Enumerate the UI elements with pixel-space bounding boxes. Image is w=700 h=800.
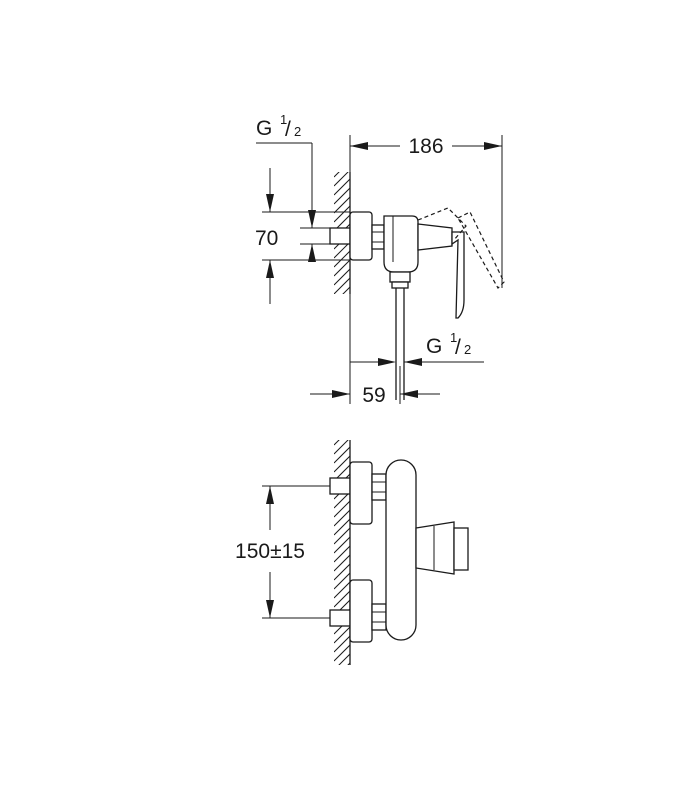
mixer-body-front [385,459,417,641]
front-view: 150±15 [235,440,469,665]
dimension-186-label: 186 [408,135,443,158]
wall-bottom [334,440,351,665]
wall-top [334,172,351,294]
lever-front [415,521,469,575]
thread-label-outlet: G 1 / 2 [349,294,484,404]
svg-text:1: 1 [450,330,457,345]
dimension-150-label: 150±15 [235,540,305,563]
dimension-70 [262,168,350,304]
lever-closed [417,223,465,319]
mixer-body [383,215,419,400]
inlet-connector [329,211,385,261]
svg-text:/: / [285,118,291,141]
svg-text:G: G [256,117,272,140]
dimension-70-label: 70 [255,227,278,250]
svg-text:2: 2 [464,342,471,357]
side-view: 186 G 1 / 2 70 G 1 / [255,112,505,407]
dimension-150 [262,485,330,619]
connector-lower [329,579,387,643]
thread-label-inlet: G 1 / 2 [256,112,316,262]
lever-open-dashed [417,207,505,289]
svg-text:G: G [426,335,442,358]
svg-text:1: 1 [280,112,287,127]
dimension-186 [349,135,503,288]
dimension-59-label: 59 [362,384,385,407]
svg-text:/: / [455,336,461,359]
svg-text:2: 2 [294,124,301,139]
connector-upper [329,461,387,525]
dimension-59 [310,366,440,404]
